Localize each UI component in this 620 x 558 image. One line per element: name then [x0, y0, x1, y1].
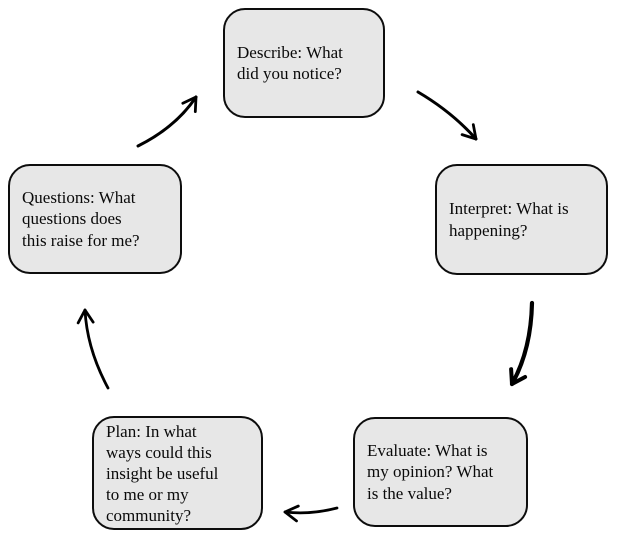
- arrow-questions-to-describe: [136, 95, 198, 148]
- arrow-evaluate-to-plan: [283, 504, 339, 523]
- arrow-describe-to-interpret: [416, 90, 478, 141]
- node-interpret: Interpret: What is happening?: [435, 164, 608, 275]
- node-interpret-label: Interpret: What is happening?: [449, 199, 569, 240]
- node-describe: Describe: What did you notice?: [223, 8, 385, 118]
- node-evaluate-label: Evaluate: What is my opinion? What is th…: [367, 440, 494, 503]
- arrow-interpret-to-evaluate: [509, 300, 535, 387]
- node-plan: Plan: In what ways could this insight be…: [92, 416, 263, 530]
- node-questions-label: Questions: What questions does this rais…: [22, 187, 140, 250]
- node-evaluate: Evaluate: What is my opinion? What is th…: [353, 417, 528, 527]
- node-plan-label: Plan: In what ways could this insight be…: [106, 421, 219, 525]
- node-describe-label: Describe: What did you notice?: [237, 42, 343, 84]
- node-questions: Questions: What questions does this rais…: [8, 164, 182, 274]
- arrow-plan-to-questions: [76, 308, 110, 390]
